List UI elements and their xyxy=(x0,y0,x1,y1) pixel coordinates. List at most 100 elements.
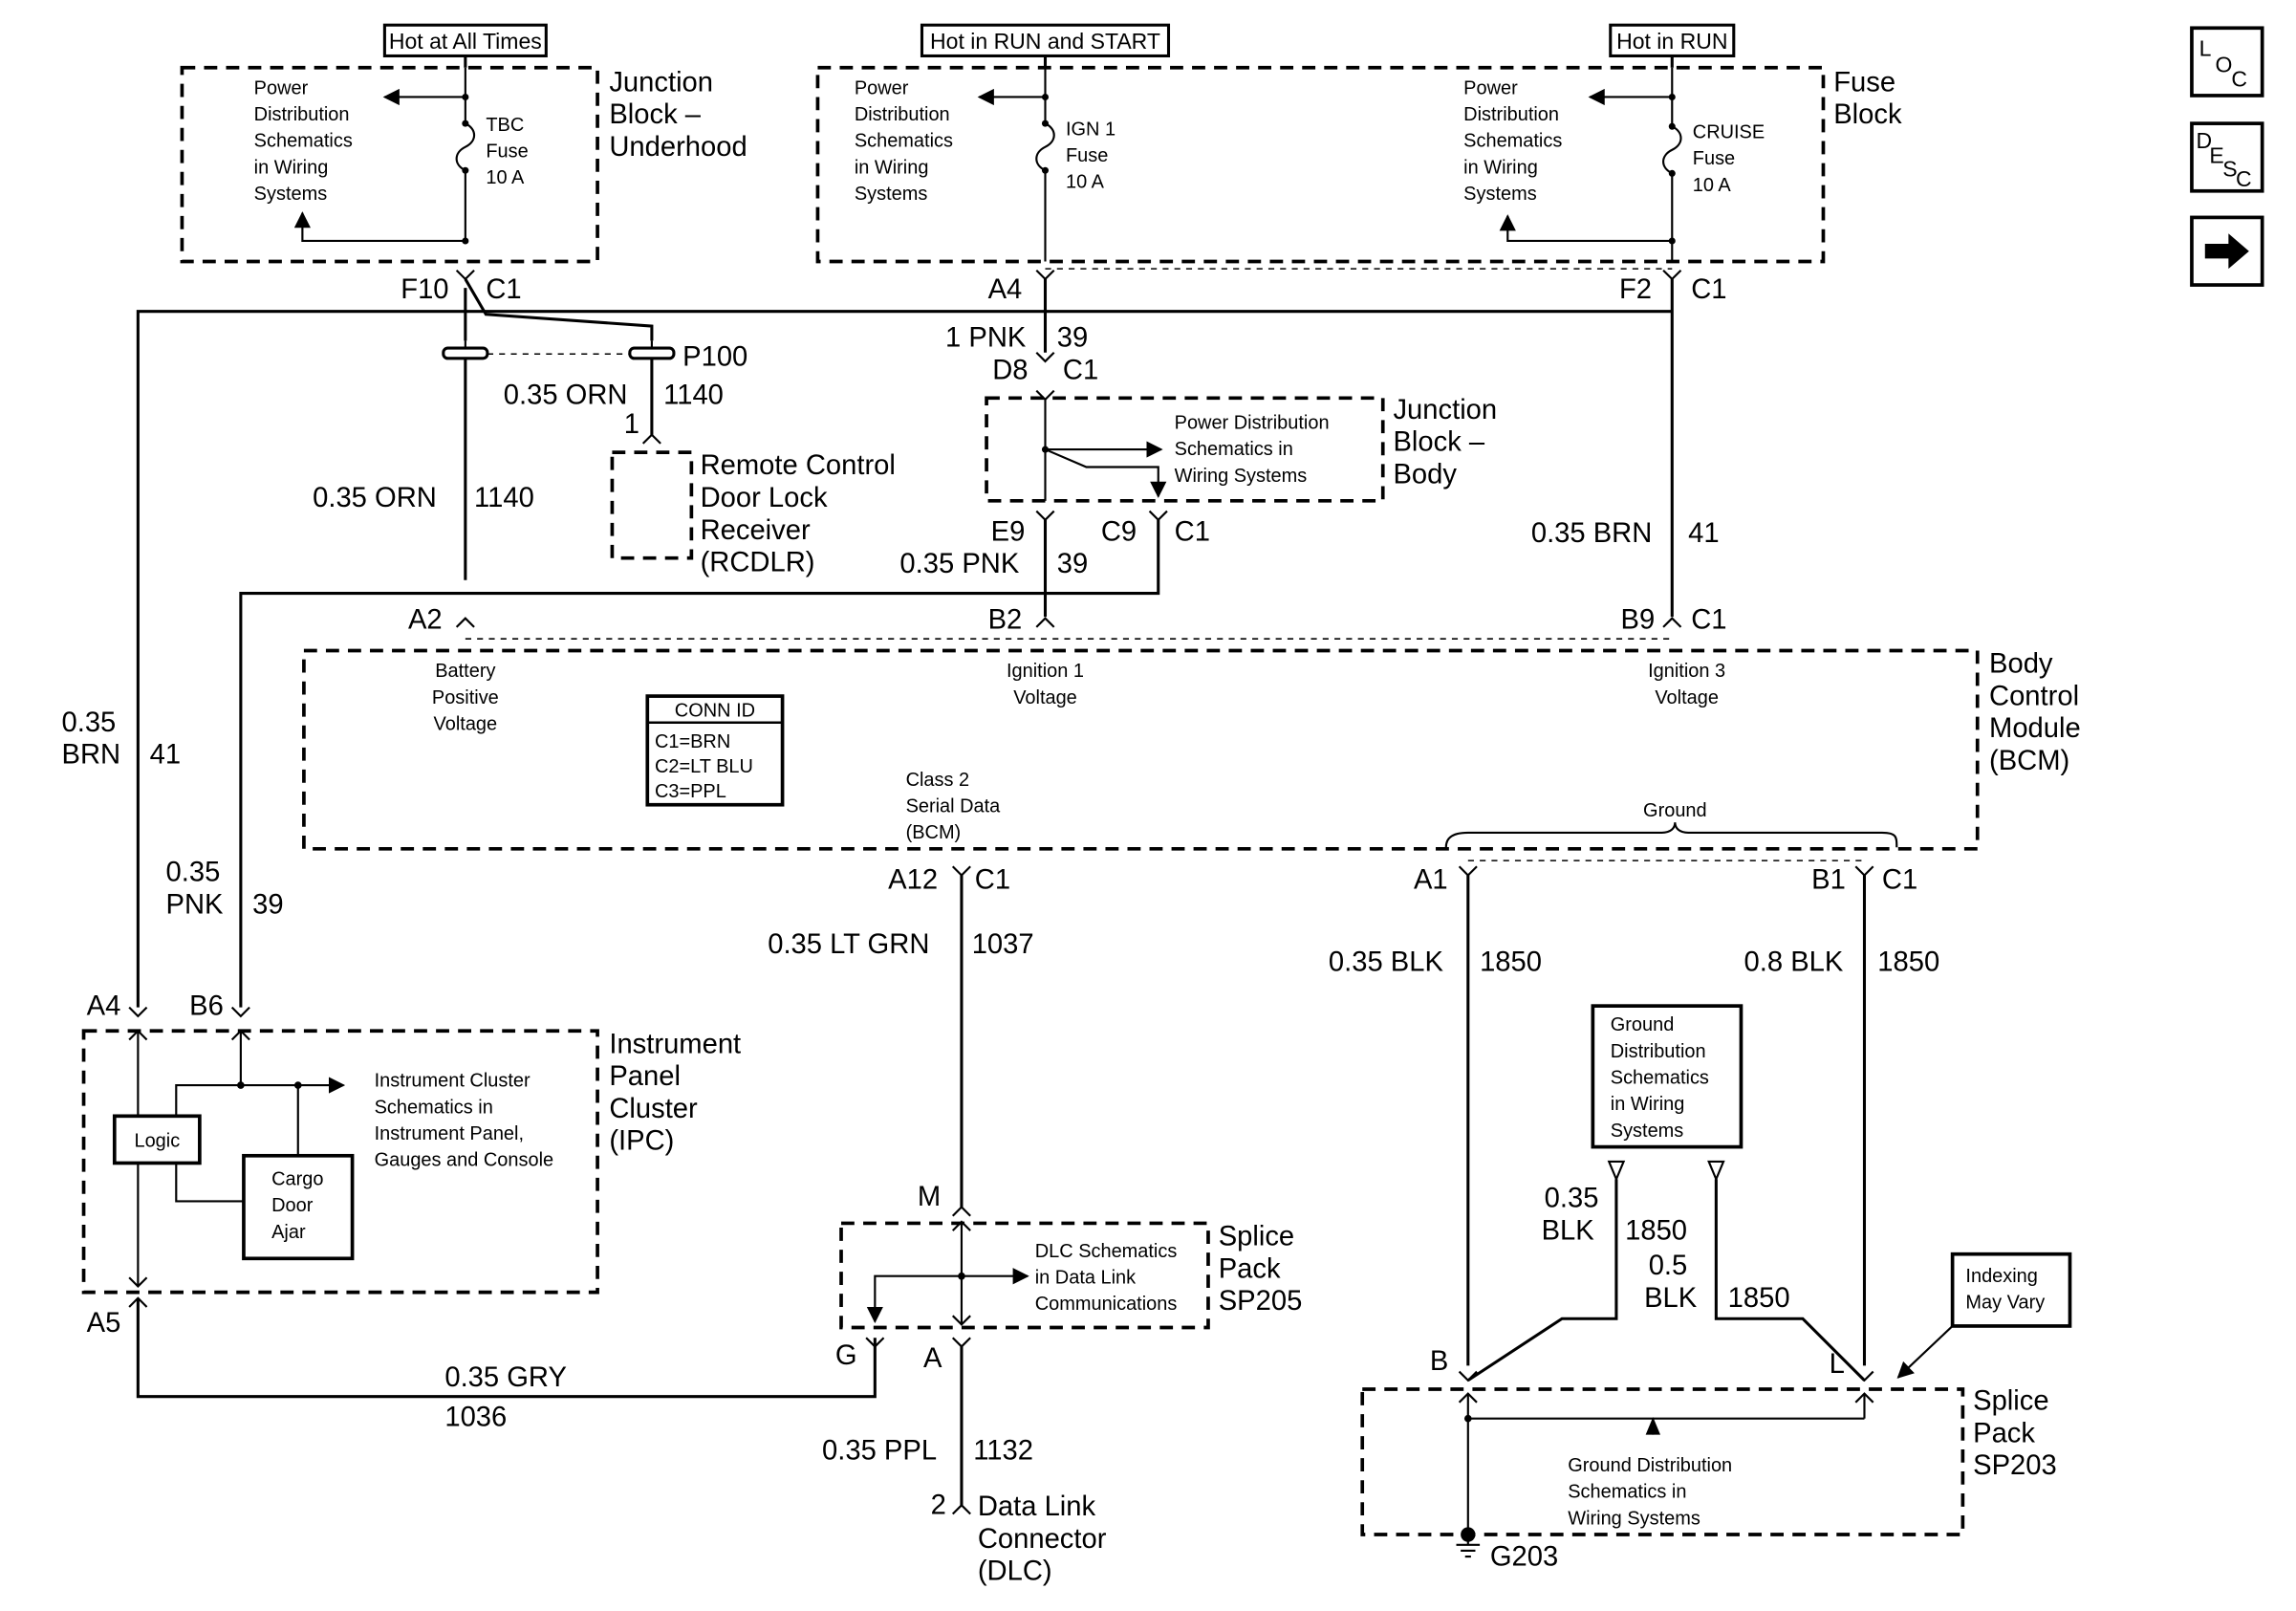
svg-text:0.35: 0.35 xyxy=(166,858,221,888)
svg-text:Communications: Communications xyxy=(1035,1294,1178,1315)
svg-text:in Data Link: in Data Link xyxy=(1035,1267,1136,1288)
connector-bcm-c1-upper: A2 B2 B9 C1 xyxy=(408,604,1727,640)
svg-text:C1: C1 xyxy=(1691,604,1726,635)
svg-text:CRUISE: CRUISE xyxy=(1693,121,1765,142)
svg-text:Systems: Systems xyxy=(1463,184,1537,205)
svg-text:Systems: Systems xyxy=(254,184,328,205)
svg-text:Receiver: Receiver xyxy=(701,515,811,546)
svg-text:G: G xyxy=(835,1340,857,1371)
svg-text:C1: C1 xyxy=(1882,864,1917,895)
instrument-panel-cluster: A4 B6 Instrument Panel Cluster (IPC) Log… xyxy=(81,991,741,1295)
svg-text:C9: C9 xyxy=(1101,516,1137,547)
svg-text:Door: Door xyxy=(271,1195,314,1216)
svg-text:1850: 1850 xyxy=(1728,1283,1790,1314)
svg-text:Gauges and Console: Gauges and Console xyxy=(375,1150,553,1171)
svg-text:Instrument Panel,: Instrument Panel, xyxy=(375,1123,524,1144)
svg-text:Remote Control: Remote Control xyxy=(701,450,896,481)
svg-text:1850: 1850 xyxy=(1877,947,1939,977)
svg-text:Power: Power xyxy=(1463,77,1518,98)
power-distribution-ref-ign: Power Distribution Schematics in Wiring … xyxy=(855,77,953,205)
svg-text:Serial Data: Serial Data xyxy=(906,795,1002,816)
svg-text:L: L xyxy=(2199,35,2212,60)
svg-text:E: E xyxy=(2209,143,2223,168)
svg-text:Ignition 3: Ignition 3 xyxy=(1648,661,1725,682)
svg-text:Distribution: Distribution xyxy=(1611,1041,1706,1062)
fuse-block: Fuse Block Power Distribution Schematics… xyxy=(815,65,1902,270)
svg-text:39: 39 xyxy=(1057,549,1088,579)
svg-text:A1: A1 xyxy=(1414,864,1448,895)
svg-text:Junction: Junction xyxy=(1393,395,1497,425)
tbc-fuse-symbol xyxy=(455,97,476,245)
body-control-module: Body Control Module (BCM) Battery Positi… xyxy=(302,649,2081,851)
svg-text:Distribution: Distribution xyxy=(1463,104,1559,125)
svg-text:P100: P100 xyxy=(682,342,747,373)
svg-text:Panel: Panel xyxy=(609,1061,681,1092)
svg-text:C1: C1 xyxy=(486,274,521,305)
svg-text:M: M xyxy=(918,1182,941,1212)
svg-text:0.35 BRN: 0.35 BRN xyxy=(1531,518,1652,549)
svg-text:0.35 BLK: 0.35 BLK xyxy=(1329,947,1444,977)
svg-text:1037: 1037 xyxy=(972,929,1034,960)
svg-text:Control: Control xyxy=(1989,681,2079,711)
svg-text:IGN 1: IGN 1 xyxy=(1066,119,1116,140)
svg-text:C1: C1 xyxy=(1175,516,1210,547)
svg-text:BLK: BLK xyxy=(1542,1215,1595,1246)
location-button[interactable]: L O C xyxy=(2190,26,2264,98)
svg-text:Cargo: Cargo xyxy=(271,1169,323,1190)
svg-text:Splice: Splice xyxy=(1219,1221,1294,1252)
svg-text:39: 39 xyxy=(252,889,283,920)
ground-g203: G203 xyxy=(1456,1527,1558,1572)
svg-text:E9: E9 xyxy=(991,516,1026,547)
svg-text:0.35 LT GRN: 0.35 LT GRN xyxy=(768,929,929,960)
svg-text:F2: F2 xyxy=(1619,274,1652,305)
svg-text:Block –: Block – xyxy=(609,99,701,130)
svg-text:Hot in RUN: Hot in RUN xyxy=(1616,29,1727,54)
svg-text:1 PNK: 1 PNK xyxy=(945,323,1027,354)
svg-text:10 A: 10 A xyxy=(486,167,525,188)
svg-text:A4: A4 xyxy=(988,274,1023,305)
svg-text:Fuse: Fuse xyxy=(486,141,528,162)
svg-text:0.35 PNK: 0.35 PNK xyxy=(899,549,1019,579)
svg-text:Wiring Systems: Wiring Systems xyxy=(1175,466,1308,487)
logic-block: Logic xyxy=(112,1114,202,1165)
svg-text:10 A: 10 A xyxy=(1066,172,1105,193)
splice-pack-sp203: B L Splice Pack SP203 Ground Distributio… xyxy=(1360,1346,2057,1536)
svg-text:Fuse: Fuse xyxy=(1693,148,1735,169)
svg-text:Underhood: Underhood xyxy=(609,132,747,163)
svg-text:C3=PPL: C3=PPL xyxy=(655,781,726,802)
ign1-fuse-symbol xyxy=(1035,97,1055,262)
svg-text:SP205: SP205 xyxy=(1219,1286,1303,1317)
svg-text:41: 41 xyxy=(1688,518,1719,549)
svg-text:Splice: Splice xyxy=(1973,1385,2048,1416)
svg-text:A5: A5 xyxy=(87,1308,121,1339)
svg-text:BLK: BLK xyxy=(1644,1283,1698,1314)
svg-text:Systems: Systems xyxy=(1611,1121,1684,1142)
svg-text:Pack: Pack xyxy=(1973,1418,2035,1448)
svg-text:0.35: 0.35 xyxy=(62,708,117,738)
svg-text:C1: C1 xyxy=(1691,274,1726,305)
power-distribution-ref-underhood: Power Distribution Schematics in Wiring … xyxy=(254,77,353,205)
svg-text:0.8 BLK: 0.8 BLK xyxy=(1744,947,1844,977)
splice-pack-sp205: M Splice Pack SP205 DLC Schematics in Da… xyxy=(839,1182,1303,1330)
cargo-door-ajar-block: Cargo Door Ajar xyxy=(242,1153,355,1261)
svg-text:(BCM): (BCM) xyxy=(906,822,962,843)
svg-text:F10: F10 xyxy=(401,274,448,305)
svg-text:Distribution: Distribution xyxy=(254,104,350,125)
next-page-button[interactable] xyxy=(2190,215,2264,287)
svg-text:Fuse: Fuse xyxy=(1066,145,1108,166)
svg-text:Ignition 1: Ignition 1 xyxy=(1007,661,1084,682)
wire-brn-41-left xyxy=(136,310,1673,1008)
svg-text:C1: C1 xyxy=(1063,355,1098,385)
svg-text:Ajar: Ajar xyxy=(271,1222,306,1243)
svg-text:0.35 ORN: 0.35 ORN xyxy=(313,483,437,513)
svg-text:TBC: TBC xyxy=(486,115,524,136)
description-button[interactable]: D E S C xyxy=(2190,121,2264,193)
header-hot-in-run-start: Hot in RUN and START xyxy=(920,23,1171,58)
svg-text:Fuse: Fuse xyxy=(1833,67,1895,98)
svg-text:39: 39 xyxy=(1057,323,1088,354)
svg-text:1140: 1140 xyxy=(663,380,724,410)
svg-text:Module: Module xyxy=(1989,713,2081,744)
svg-text:BRN: BRN xyxy=(62,740,121,771)
svg-text:Schematics in: Schematics in xyxy=(1568,1482,1686,1503)
connector-bcm-c1-lower: A12 C1 A1 B1 C1 xyxy=(888,860,1917,895)
